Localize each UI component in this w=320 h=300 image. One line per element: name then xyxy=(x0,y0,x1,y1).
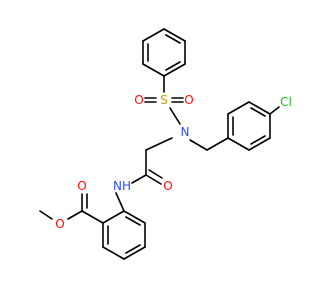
bond-nh-ring3 xyxy=(115,192,125,212)
bond-ph3-6 xyxy=(102,210,125,224)
bond-ph2-3 xyxy=(248,101,271,115)
bond-ph1-5 xyxy=(142,63,165,77)
atom-s-sulfonyl: S xyxy=(160,93,168,107)
bond-ph3-1 xyxy=(123,210,146,224)
atom-o-amide: O xyxy=(163,179,172,193)
bond-ph1-2-inner xyxy=(165,34,181,44)
bond-ph3-3 xyxy=(123,246,146,260)
bond-ester-o xyxy=(67,210,83,220)
atom-o-sulfonyl-right: O xyxy=(184,93,193,107)
bond-o-ch3 xyxy=(39,210,53,220)
atom-n-sulfonamide: N xyxy=(181,125,190,139)
bond-s-n xyxy=(169,107,181,125)
bonds xyxy=(39,28,280,260)
atom-labels: O S O N Cl O NH O O xyxy=(55,93,292,231)
bond-ph2-2 xyxy=(227,101,250,115)
bond-ch2-ring2 xyxy=(206,137,229,151)
bond-ph3-4 xyxy=(102,246,125,260)
bond-ph2-3-inner xyxy=(250,107,266,117)
bond-ph2-5 xyxy=(248,137,271,151)
bond-n-ch2-benzyl xyxy=(189,139,208,151)
atom-cl: Cl xyxy=(280,95,292,109)
bond-ph1-1 xyxy=(142,28,165,42)
bond-co-nh xyxy=(131,174,147,184)
atom-o-ester: O xyxy=(55,217,64,231)
bond-ph1-2 xyxy=(163,28,186,42)
bond-ph1-4-inner xyxy=(165,61,181,71)
bond-ph2-5-inner xyxy=(250,135,266,145)
bond-ring-ester xyxy=(81,210,104,224)
bond-co-o-b xyxy=(148,169,163,179)
bond-ph3-1-inner xyxy=(125,216,141,226)
atom-nh-amide: NH xyxy=(113,179,131,193)
atom-o-ester-carbonyl: O xyxy=(77,179,86,193)
bond-co-o-a xyxy=(145,174,162,185)
bond-n-ch2-gly xyxy=(145,137,173,151)
molecule-structure: O S O N Cl O NH O O xyxy=(39,28,292,260)
atom-o-sulfonyl-left: O xyxy=(134,93,143,107)
bond-ph1-4 xyxy=(163,63,186,77)
bond-ring-cl xyxy=(269,106,280,115)
bond-ph2-6 xyxy=(227,137,250,151)
bond-ph3-3-inner xyxy=(125,244,141,254)
